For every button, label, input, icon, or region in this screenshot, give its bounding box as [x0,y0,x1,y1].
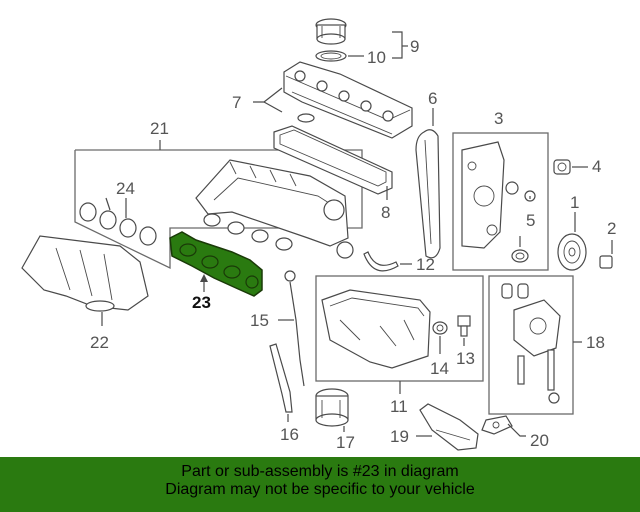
part-valve-cover-gasket [273,125,393,195]
part-drain-bolt [457,315,471,337]
part-throttle-body-gasket [336,241,354,259]
banner-line-disclaimer: Diagram may not be specific to your vehi… [165,481,475,498]
part-oil-dipstick [284,270,305,387]
part-drain-washer [432,321,448,335]
part-oil-pan [321,289,431,369]
callout-3: 3 [494,109,503,128]
part-valve-cover [283,61,413,139]
callout-6: 6 [428,89,437,108]
callout-7: 7 [232,93,241,112]
part-oil-strainer [419,403,479,451]
info-banner: Part or sub-assembly is #23 in diagram D… [0,457,640,512]
callout-17: 17 [336,433,355,452]
part-dipstick-tube [269,343,293,413]
part-timing-cover [461,141,536,249]
banner-line-part-number: Part or sub-assembly is #23 in diagram [181,463,459,480]
part-crankshaft-pulley [557,233,587,271]
callout-16: 16 [280,425,299,444]
callout-8: 8 [381,203,390,222]
callout-5: 5 [526,211,535,230]
part-intake-manifold [195,159,349,251]
callout-10: 10 [367,48,386,67]
callout-22: 22 [90,333,109,352]
callout-15: 15 [250,311,269,330]
callout-9: 9 [410,37,419,56]
callout-12: 12 [416,255,435,274]
callout-18: 18 [586,333,605,352]
part-oil-filler-cap [315,18,347,45]
callout-21: 21 [150,119,169,138]
part-23-intake-manifold-gasket-highlighted [169,231,263,297]
part-oil-filter [315,388,349,427]
callout-14: 14 [430,359,449,378]
part-filler-cap-seal [315,50,347,62]
box-oil-pump [488,275,574,415]
part-strainer-gasket [481,415,513,435]
callout-11: 11 [390,397,408,416]
callout-23: 23 [192,293,211,312]
part-oil-pump [501,283,561,404]
part-crank-seal [511,249,529,263]
box-intake-assembly [74,149,363,270]
part-timing-chain [415,129,441,259]
part-chain-tensioner [553,159,571,175]
exploded-parts-diagram: 9 10 7 6 3 21 4 24 8 1 5 2 12 23 15 18 2… [21,18,616,452]
part-valve-cover-seal [297,113,315,123]
callout-13: 13 [456,349,475,368]
part-pulley-bolt [599,255,613,269]
callout-4: 4 [592,157,601,176]
box-timing-cover [452,132,549,271]
part-intake-port-gaskets [79,202,157,246]
callout-2: 2 [607,219,616,238]
callout-24: 24 [116,179,135,198]
callout-19: 19 [390,427,409,446]
callout-20: 20 [530,431,549,450]
part-exhaust-manifold [21,235,149,312]
part-hose-clamp [363,251,399,272]
callout-1: 1 [570,193,579,212]
